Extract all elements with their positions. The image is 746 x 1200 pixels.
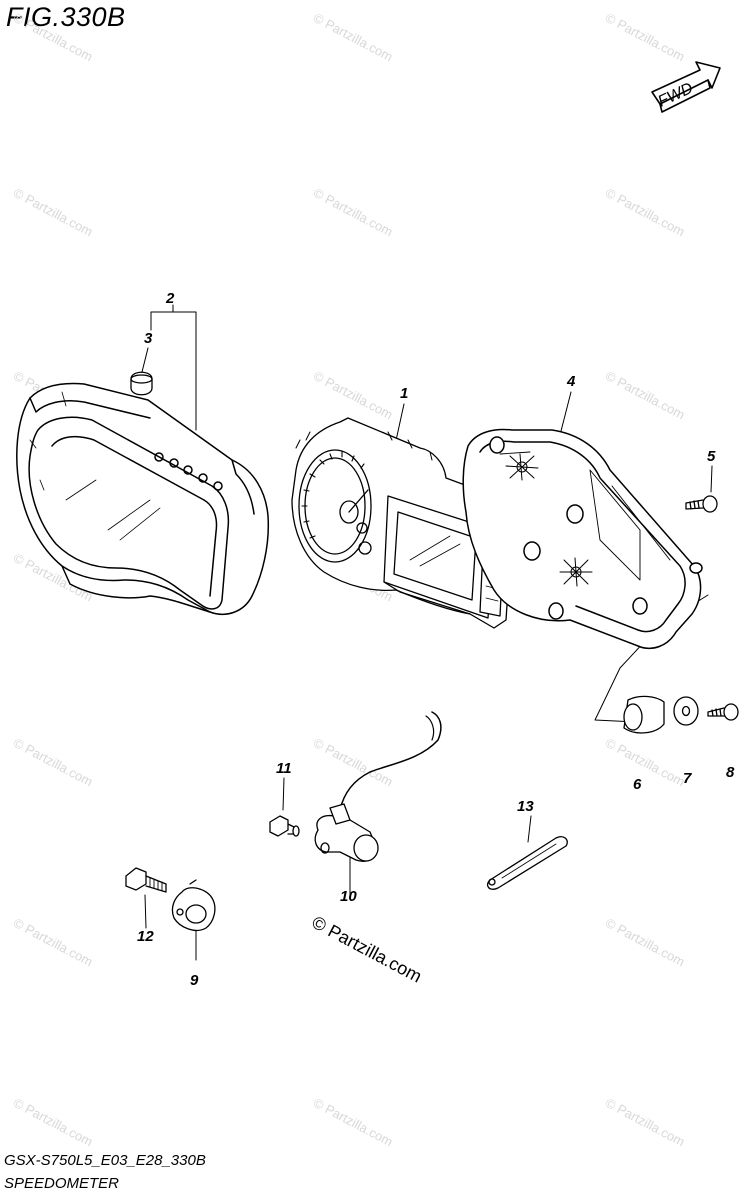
callout-9: 9 <box>190 972 199 989</box>
meter-assy-part-1 <box>291 417 513 629</box>
callout-6: 6 <box>633 776 642 793</box>
callout-8: 8 <box>726 764 735 781</box>
callout-1: 1 <box>400 385 409 402</box>
callout-10: 10 <box>340 888 357 905</box>
callout-4: 4 <box>567 373 576 390</box>
screw-part-8 <box>707 703 739 721</box>
meter-case-lower-part-4 <box>462 428 703 650</box>
grommet-part-3 <box>130 371 153 396</box>
model-code: GSX-S750L5_E03_E28_330B <box>4 1152 206 1169</box>
callout-3: 3 <box>144 330 153 347</box>
washer-part-7 <box>673 696 699 726</box>
screw-part-5 <box>685 495 718 513</box>
fwd-arrow-icon <box>651 61 721 113</box>
callout-13: 13 <box>517 798 534 815</box>
callout-7: 7 <box>683 770 692 787</box>
section-name: SPEEDOMETER <box>4 1175 120 1192</box>
callout-12: 12 <box>137 928 154 945</box>
bolt-part-12 <box>125 867 167 893</box>
figure-title: FIG.330B <box>6 2 126 32</box>
callout-11: 11 <box>276 760 292 777</box>
bracket-part-9 <box>171 879 216 932</box>
cable-strap-part-13 <box>486 836 568 890</box>
cushion-part-6 <box>623 695 665 734</box>
callout-5: 5 <box>707 448 716 465</box>
callout-2: 2 <box>166 290 175 307</box>
bolt-part-11 <box>269 815 300 837</box>
speed-sensor-part-10 <box>314 711 442 862</box>
meter-case-part-2 <box>16 382 270 616</box>
